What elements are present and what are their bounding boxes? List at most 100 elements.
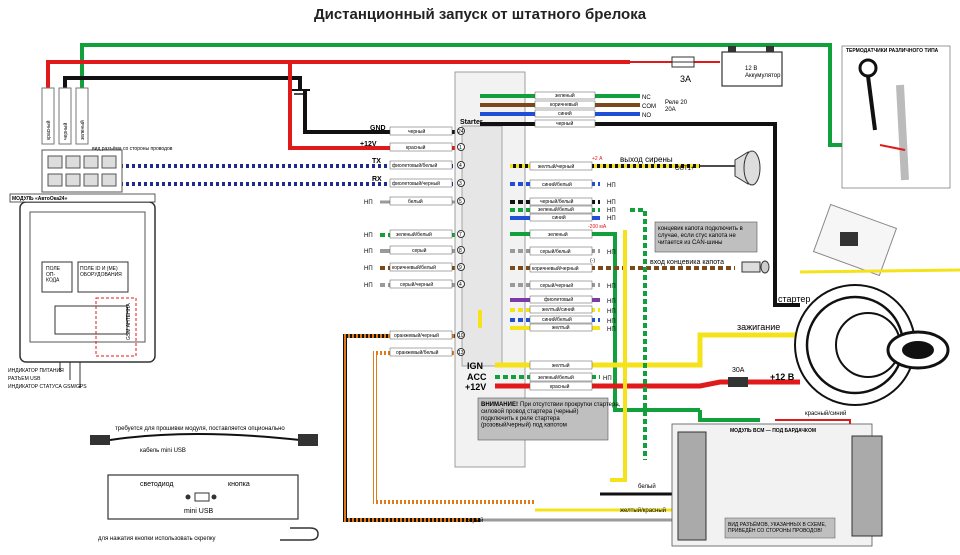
bcm-yellow-red-label: желтый/красный: [620, 507, 666, 514]
svg-text:7: 7: [459, 232, 462, 238]
svg-text:RX: RX: [372, 176, 382, 183]
svg-text:черный: черный: [408, 128, 426, 135]
usb-note: требуется для прошивки модуля, поставляе…: [115, 426, 285, 432]
fuse-30a: [728, 377, 748, 387]
paperclip-icon: [280, 527, 319, 541]
paperclip-note: для нажатия кнопки использовать скрепку: [98, 536, 216, 542]
svg-text:черный: черный: [556, 120, 574, 127]
svg-text:фиолетовый/белый: фиолетовый/белый: [392, 162, 437, 169]
usb-cable-label: кабель mini USB: [140, 448, 186, 454]
svg-text:серый/белый: серый/белый: [540, 248, 571, 255]
small-module: [799, 203, 960, 277]
svg-text:желтый: желтый: [552, 324, 570, 331]
page-title: Дистанционный запуск от штатного брелока: [313, 6, 647, 23]
module-body: [19, 201, 156, 363]
svg-text:9: 9: [459, 265, 462, 271]
connector-left-wire-tags: черный красный фиолетовый/белый фиолетов…: [389, 126, 453, 357]
siren-icon: [734, 150, 761, 186]
hood-note-box: [654, 221, 758, 253]
svg-text:8: 8: [459, 248, 462, 254]
svg-text:красный: красный: [550, 383, 570, 390]
module-gsm-antenna: GSM АНТЕННА: [126, 303, 132, 340]
svg-text:черный/белый: черный/белый: [540, 198, 574, 205]
svg-text:5: 5: [459, 199, 462, 205]
svg-text:НП: НП: [607, 208, 616, 214]
fuse-3a: [671, 56, 695, 68]
box-usb-label: mini USB: [184, 508, 214, 515]
svg-text:24: 24: [458, 129, 464, 135]
module-field-equipment: ПОЛЕ ID И (ME)ОБОРУДОВАНИЯ: [80, 266, 122, 278]
fuse-3a-label: 3А: [680, 74, 691, 84]
box-led-label: светодиод: [140, 481, 174, 488]
svg-text:НП: НП: [607, 309, 616, 315]
thermo-sensor-icon: [858, 58, 909, 181]
connector-pins-left: 24 1 4 3 5 7 8 9 4 10 13: [457, 127, 465, 356]
module-wire-label-red: красный: [45, 120, 52, 140]
svg-text:НП: НП: [364, 283, 373, 289]
svg-text:желтый/синий: желтый/синий: [542, 306, 575, 313]
svg-text:NO: NO: [642, 113, 651, 119]
module-title: МОДУЛЬ «АвтоОка24»: [12, 196, 68, 202]
thermo-label: ТЕРМОДАТЧИКИ РАЗЛИЧНОГО ТИПА: [846, 48, 939, 54]
starter-label: Starter: [460, 119, 483, 126]
acc-label: ACC: [467, 372, 487, 382]
wire-yellow-ign: [495, 332, 800, 368]
svg-text:GND: GND: [370, 125, 386, 132]
module-connector: [41, 149, 123, 193]
svg-text:серый/черный: серый/черный: [400, 281, 433, 288]
usb-cable-icon: [90, 433, 318, 446]
svg-text:+2 А: +2 А: [592, 156, 603, 162]
wire-green-top: [80, 43, 855, 147]
bcm-connector-right: [851, 435, 883, 537]
svg-text:синий: синий: [552, 214, 566, 221]
bcm-gray-label: серый: [466, 517, 483, 524]
svg-text:НП: НП: [607, 319, 616, 325]
svg-text:НП: НП: [607, 216, 616, 222]
module-wire-label-green: зеленый: [79, 120, 86, 140]
box-button-label: кнопка: [228, 481, 250, 488]
bcm-white-label: белый: [638, 483, 656, 490]
ignition-switch-icon: [794, 284, 950, 406]
svg-text:синий/белый: синий/белый: [542, 181, 572, 188]
bcm-connector-left: [677, 431, 707, 541]
ignition-text: зажигание: [737, 322, 780, 332]
bcm-title: МОДУЛЬ BCM — ПОД БАРДАЧКОМ: [730, 428, 816, 434]
svg-text:коричневый: коричневый: [550, 101, 578, 108]
plus12-right-label: +12 В: [770, 372, 795, 382]
svg-text:13: 13: [458, 350, 464, 356]
svg-text:фиолетовый/черный: фиолетовый/черный: [392, 180, 440, 187]
siren-label: выход сирены: [620, 155, 673, 164]
svg-text:NC: NC: [642, 95, 651, 101]
svg-text:-200 мА: -200 мА: [588, 224, 607, 230]
svg-text:серый/черный: серый/черный: [540, 282, 573, 289]
out1-label: OUT1+: [675, 166, 695, 172]
svg-text:НП: НП: [607, 183, 616, 189]
svg-text:желтый/черный: желтый/черный: [538, 163, 574, 170]
svg-text:НП: НП: [364, 200, 373, 206]
warning-title: ВНИМАНИЕ!: [481, 402, 518, 408]
svg-text:4: 4: [459, 163, 462, 169]
relay-tags: зеленый коричневый синий черный NC COM N…: [534, 91, 688, 128]
svg-text:серый: серый: [412, 247, 427, 254]
svg-text:зеленый/белый: зеленый/белый: [396, 231, 432, 238]
module-view-note: вид разъёма со стороны проводов: [92, 146, 173, 152]
left-row-stubs: [380, 200, 455, 287]
module-wire-label-black: черный: [62, 122, 69, 140]
svg-text:НП: НП: [603, 376, 612, 382]
starter-text: стартер: [778, 294, 810, 304]
svg-text:желтый: желтый: [552, 362, 570, 369]
svg-text:НП: НП: [364, 266, 373, 272]
svg-text:НП: НП: [364, 249, 373, 255]
indicator-status-label: ИНДИКАТОР СТАТУСА GSM/GPS: [8, 384, 87, 390]
svg-text:зеленый: зеленый: [548, 231, 568, 238]
indicator-power-label: ИНДИКАТОР ПИТАНИЯ: [8, 368, 64, 374]
svg-text:зеленый: зеленый: [555, 92, 575, 99]
svg-text:НП: НП: [607, 327, 616, 333]
battery-icon: [721, 46, 783, 87]
bcm-red-blue-label: красный/синий: [805, 410, 846, 417]
